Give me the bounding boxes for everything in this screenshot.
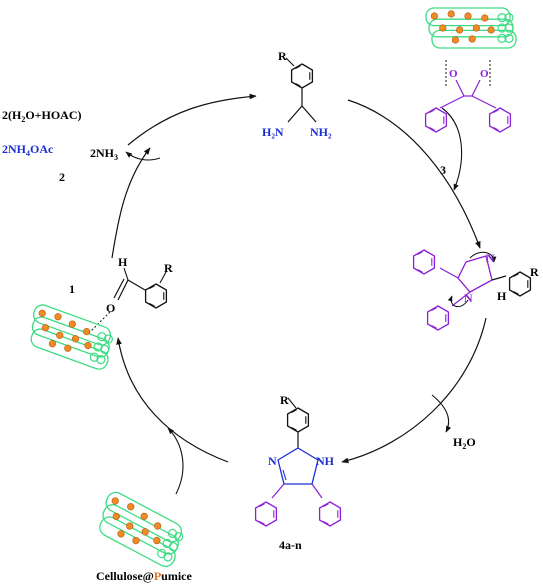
catalyst-bottom — [99, 491, 184, 568]
pumice-particle — [451, 36, 459, 44]
catalyst-label: Cellulose@Pumice — [96, 569, 193, 583]
catalyst-return-arrow — [167, 427, 184, 495]
pumice-particle — [439, 24, 447, 32]
aldehyde-intermediate — [89, 267, 168, 333]
pumice-particle — [430, 12, 439, 20]
aldehyde-h: H — [118, 255, 128, 269]
arc-top-left — [127, 93, 257, 146]
diamine-h2n: H₂N — [262, 125, 284, 139]
catalyst-left — [30, 304, 113, 370]
cycle-arrows — [111, 93, 487, 464]
pumice-particle — [481, 14, 489, 22]
imidazoline-r-group: R — [530, 265, 539, 279]
pumice-particle — [112, 512, 120, 521]
pumice-particle — [71, 335, 80, 343]
water-release-arrow — [431, 394, 452, 433]
pumice-particle — [64, 344, 72, 352]
aldehyde-r-group: R — [164, 261, 173, 275]
diketone-o-left: O — [449, 68, 458, 80]
pumice-particle — [472, 24, 480, 32]
compound-3-label: 3 — [440, 163, 446, 177]
pumice-particle — [117, 530, 125, 538]
ammonium-acetate-label: 2NH4OAc — [2, 142, 54, 158]
pumice-particle — [48, 340, 57, 348]
compound-1-label: 1 — [69, 282, 75, 296]
diketone-o-right: O — [480, 68, 489, 80]
pumice-particle — [41, 324, 50, 332]
diamine-intermediate — [285, 57, 317, 123]
pumice-particle — [487, 26, 495, 34]
product-4an-label: 4a-n — [279, 538, 302, 552]
pumice-particle — [126, 522, 134, 530]
arc-bottom-right — [341, 317, 487, 464]
water-acetic-acid-label: 2(H2O+HOAC) — [2, 108, 82, 124]
pumice-particle — [68, 320, 76, 328]
catalyst-top-right — [425, 7, 517, 49]
imidazole-product — [254, 397, 342, 527]
pumice-particle — [132, 537, 140, 545]
pumice-particle — [140, 512, 148, 520]
compound-2-label: 2 — [59, 170, 65, 184]
side-arrows — [125, 107, 463, 495]
pumice-particle — [468, 35, 476, 43]
release-nh3-arrow — [125, 151, 161, 161]
pumice-particle — [456, 26, 464, 34]
imidazole-n: N — [268, 454, 277, 468]
arc-left — [111, 147, 151, 259]
arc-bottom-left — [116, 337, 229, 463]
pumice-particle — [153, 536, 161, 545]
imidazoline-n-bottom: N — [464, 291, 473, 305]
pumice-particle — [127, 503, 135, 511]
diamine-r-group: R — [278, 49, 287, 63]
pumice-particle — [56, 331, 64, 339]
arc-top-right — [347, 99, 481, 249]
aldehyde-o: O — [106, 301, 115, 315]
pumice-particle — [38, 309, 46, 317]
imidazoline-intermediate — [412, 249, 532, 331]
pumice-particle — [447, 10, 455, 18]
pumice-particle — [111, 497, 119, 505]
diketone-entry-arrow — [441, 107, 463, 191]
diketone-intermediate — [424, 60, 512, 133]
water-product-label: H2O — [453, 435, 476, 451]
pumice-particle — [54, 313, 62, 321]
pumice-particle — [141, 528, 149, 536]
pumice-particle — [154, 522, 162, 530]
imidazoline-n-top: N — [486, 251, 495, 265]
pumice-particle — [464, 12, 472, 20]
imidazole-nh: NH — [316, 454, 335, 468]
imidazoline-h: H — [497, 289, 507, 303]
imidazole-r-group: R — [280, 393, 289, 407]
diamine-nh2: NH₂ — [310, 125, 332, 139]
ammonia-label: 2NH3 — [90, 146, 118, 162]
pumice-particle — [84, 341, 92, 350]
pumice-particle — [83, 328, 91, 336]
